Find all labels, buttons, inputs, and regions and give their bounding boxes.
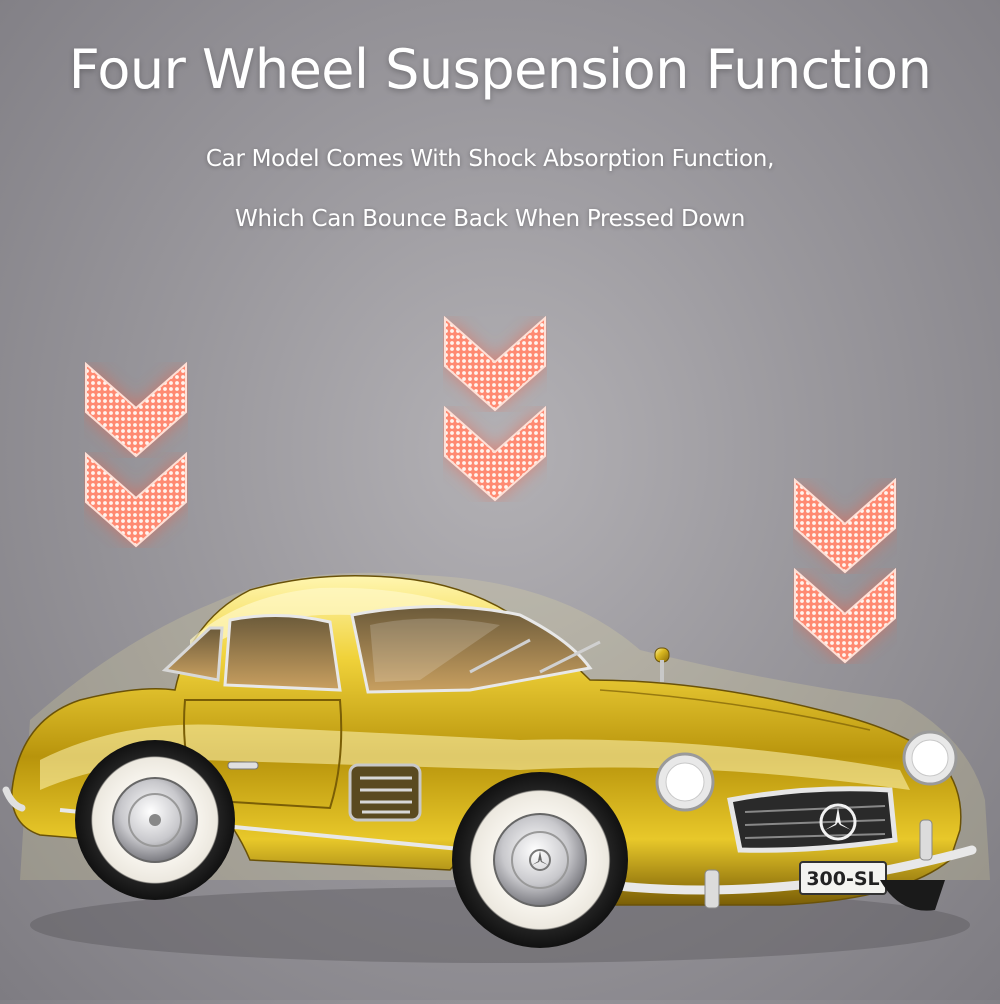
front-grille [727,786,898,853]
headlight-left [655,752,715,812]
down-chevron-arrow-icon [445,408,545,500]
side-vent [348,763,422,822]
mercedes-star-icon [819,803,857,841]
subtitle-line-1: Car Model Comes With Shock Absorption Fu… [205,146,775,172]
headlight-right [902,730,958,786]
gold-car-model: 300-SL [0,540,1000,1000]
down-chevron-arrow-icon [86,364,186,456]
headline: Four Wheel Suspension Function [68,38,932,101]
down-chevron-arrow-icon [86,454,186,546]
rear-wheel [75,740,235,900]
suspension-arrows-middle [443,316,553,516]
front-wheel [452,772,628,948]
suspension-arrows-left [84,362,194,562]
plate-text: 300-SL [806,868,879,890]
subtitle-line-2: Which Can Bounce Back When Pressed Down [235,206,745,232]
license-plate: 300-SL [799,861,887,895]
down-chevron-arrow-icon [445,318,545,410]
